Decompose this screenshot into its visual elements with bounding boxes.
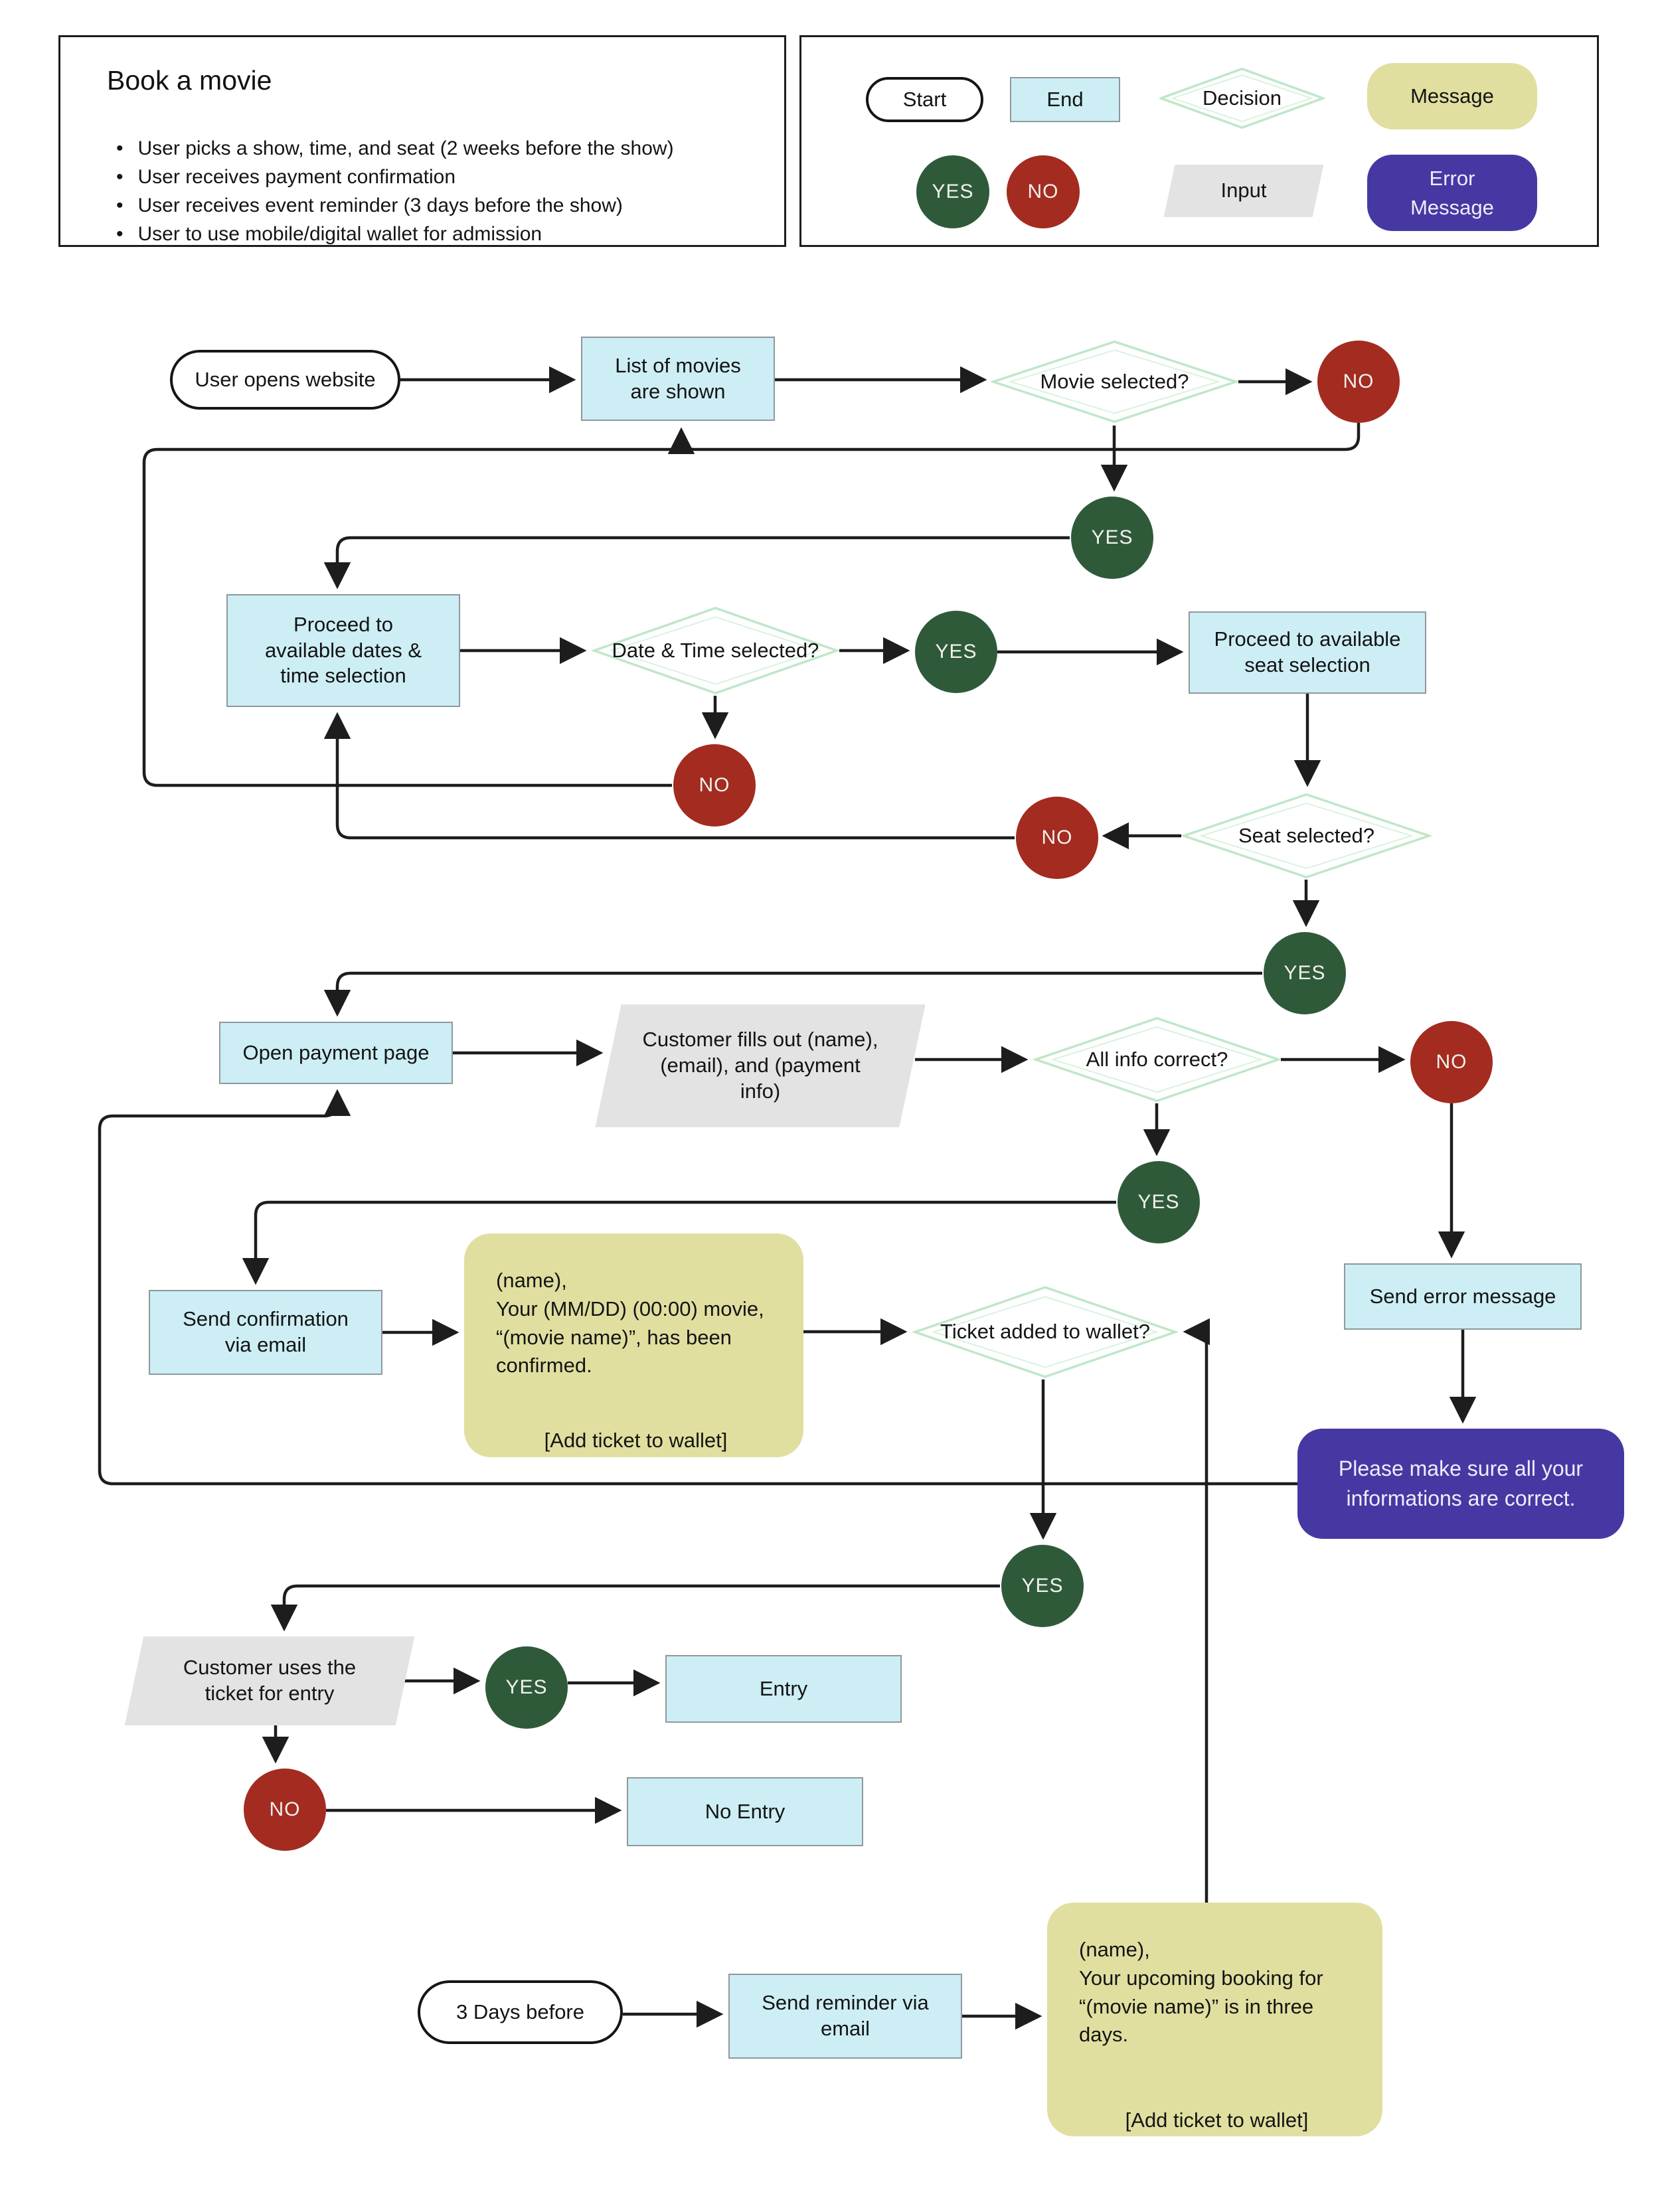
diamond-outline	[912, 1285, 1178, 1380]
bullet-text: User receives event reminder (3 days bef…	[137, 195, 623, 216]
no-circle-movie-selected: NO	[1317, 341, 1400, 423]
edge-datetime-no-loop	[142, 447, 681, 787]
summary-bullet-list: • User picks a show, time, and seat (2 we…	[107, 137, 751, 246]
edge-error-loop-to-payment	[98, 1089, 1297, 1486]
input-customer-uses-ticket: Customer uses the ticket for entry	[124, 1636, 415, 1725]
no-circle-entry: NO	[244, 1769, 326, 1851]
decision-label: Movie selected?	[1040, 369, 1189, 393]
decision-label: Ticket added to wallet?	[940, 1320, 1150, 1344]
start-user-opens-website: User opens website	[170, 350, 400, 410]
bullet-item: • User to use mobile/digital wallet for a…	[116, 223, 751, 246]
process-no-entry: No Entry	[627, 1777, 863, 1846]
process-send-confirmation: Send confirmation via email	[149, 1290, 382, 1375]
process-open-payment-page: Open payment page	[219, 1022, 453, 1084]
title-panel: Book a movie • User picks a show, time, a…	[58, 35, 786, 247]
input-customer-fills-out: Customer fills out (name),(email), and (…	[595, 1004, 926, 1127]
decision-label: All info correct?	[1086, 1047, 1228, 1071]
bullet-item: • User receives payment confirmation	[116, 166, 751, 189]
process-proceed-dates-time: Proceed to available dates & time select…	[226, 594, 460, 707]
edge-seat-yes-to-payment	[323, 971, 1262, 1017]
bullet-item: • User picks a show, time, and seat (2 we…	[116, 137, 751, 160]
legend-input-shape: Input	[1163, 165, 1324, 217]
yes-circle-movie-selected: YES	[1071, 497, 1153, 579]
edge-seat-no-loop-to-dates	[323, 712, 1015, 840]
yes-circle-seat-selected: YES	[1264, 932, 1346, 1014]
bullet-text: User receives payment confirmation	[137, 166, 456, 188]
bullet-icon: •	[116, 223, 124, 245]
diamond-outline	[592, 605, 839, 696]
edge-wallet-yes-to-ticket-use	[270, 1584, 1000, 1632]
diamond-outline	[1159, 67, 1325, 129]
input-label: Customer uses the ticket for entry	[183, 1656, 357, 1705]
decision-seat-selected: Seat selected?	[1181, 792, 1432, 880]
edge-yes-to-dates-selection	[323, 536, 1070, 590]
add-ticket-action: [Add ticket to wallet]	[544, 1429, 728, 1453]
decision-ticket-added-wallet: Ticket added to wallet?	[912, 1285, 1178, 1380]
message-reminder-email: (name), Your upcoming booking for “(movi…	[1047, 1903, 1382, 2136]
bullet-icon: •	[116, 166, 124, 188]
no-circle-seat-selected: NO	[1016, 797, 1098, 879]
add-ticket-action: [Add ticket to wallet]	[1125, 2108, 1309, 2132]
legend-decision-label: Decision	[1203, 86, 1282, 110]
yes-circle-date-time: YES	[915, 611, 997, 693]
diamond-outline	[991, 339, 1238, 424]
legend-panel: Start End Decision Message YES NO Input …	[799, 35, 1599, 247]
error-message-text: Please make sure all your informations a…	[1338, 1457, 1584, 1510]
legend-message-label: Message	[1410, 84, 1494, 108]
bullet-text: User picks a show, time, and seat (2 wee…	[137, 137, 674, 159]
legend-message-shape: Message	[1367, 63, 1537, 129]
yes-circle-ticket-added: YES	[1001, 1545, 1084, 1627]
legend-decision-shape: Decision	[1159, 67, 1325, 129]
edge-no-movie-loop	[667, 423, 1361, 454]
bullet-item: • User receives event reminder (3 days be…	[116, 195, 751, 217]
message-body: (name), Your (MM/DD) (00:00) movie, “(mo…	[496, 1269, 764, 1378]
decision-label: Date & Time selected?	[612, 638, 819, 662]
decision-label: Seat selected?	[1238, 823, 1375, 847]
legend-input-label: Input	[1220, 179, 1267, 202]
no-circle-all-info: NO	[1410, 1021, 1493, 1103]
start-three-days-before: 3 Days before	[418, 1980, 623, 2044]
legend-error-label: Error Message	[1410, 167, 1494, 219]
process-proceed-seat-selection: Proceed to available seat selection	[1189, 611, 1426, 694]
decision-movie-selected: Movie selected?	[991, 339, 1238, 424]
edge-info-yes-to-confirmation	[242, 1200, 1116, 1285]
message-confirmation-email: (name), Your (MM/DD) (00:00) movie, “(mo…	[464, 1233, 803, 1457]
decision-date-time-selected: Date & Time selected?	[592, 605, 839, 696]
bullet-icon: •	[116, 137, 124, 159]
yes-circle-all-info: YES	[1118, 1161, 1200, 1243]
no-circle-date-time: NO	[673, 744, 756, 827]
legend-yes-circle: YES	[916, 155, 989, 228]
bullet-text: User to use mobile/digital wallet for ad…	[137, 223, 542, 245]
process-entry: Entry	[665, 1655, 902, 1723]
process-send-error-message: Send error message	[1344, 1263, 1582, 1330]
legend-start-shape: Start	[866, 77, 983, 122]
legend-error-shape: Error Message	[1367, 155, 1537, 231]
page-title: Book a movie	[107, 65, 272, 96]
decision-all-info-correct: All info correct?	[1033, 1016, 1281, 1103]
error-message-box: Please make sure all your informations a…	[1297, 1429, 1624, 1539]
bullet-icon: •	[116, 195, 124, 216]
yes-circle-entry: YES	[485, 1646, 568, 1729]
input-label: Customer fills out (name),(email), and (…	[642, 1028, 878, 1103]
legend-no-circle: NO	[1007, 155, 1080, 228]
legend-end-shape: End	[1010, 77, 1120, 122]
process-list-of-movies: List of movies are shown	[581, 337, 775, 421]
process-send-reminder: Send reminder via email	[728, 1974, 962, 2059]
message-body: (name), Your upcoming booking for “(movi…	[1079, 1938, 1323, 2047]
diamond-outline	[1033, 1016, 1281, 1103]
edge-reminder-message-to-wallet	[1183, 1318, 1210, 1903]
diamond-outline	[1181, 792, 1432, 880]
